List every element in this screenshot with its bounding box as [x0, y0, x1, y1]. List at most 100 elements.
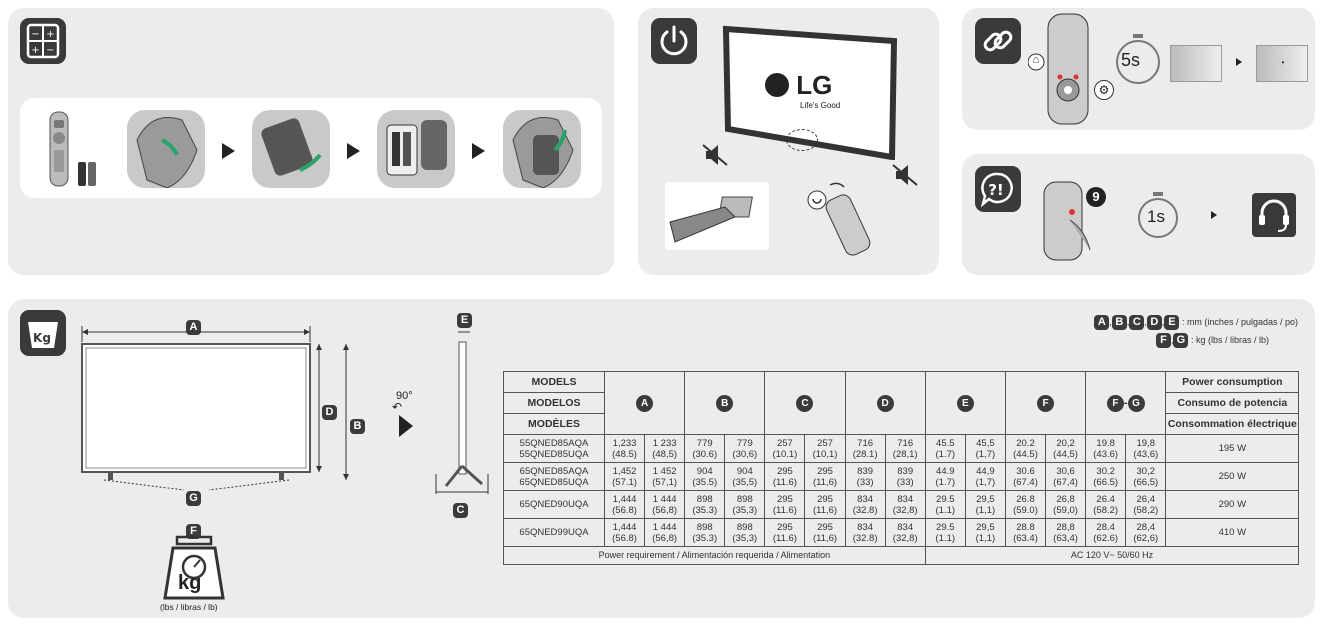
cell: 26.4(58.2): [1085, 490, 1127, 519]
spec-table-body: MODELS A B C D E F F-G Power consumption…: [503, 371, 1300, 565]
cell: 839(33): [844, 462, 886, 491]
header-consommation: Consommation électrique: [1165, 413, 1300, 435]
help-icon: ?!: [975, 166, 1021, 212]
cell: 834(32.8): [844, 490, 886, 519]
cell: 257(10,1): [804, 434, 846, 463]
svg-text:Kg: Kg: [33, 331, 51, 345]
cell: 898(35,3): [724, 490, 766, 519]
model-name: 65QNED99UQA: [503, 518, 605, 547]
model-name: 65QNED85UQA: [519, 476, 589, 488]
cell: 295(11.6): [764, 490, 806, 519]
cell: 20,2(44,5): [1045, 434, 1087, 463]
step-arrow: [222, 143, 235, 159]
scale-unit: kg: [178, 572, 202, 594]
svg-text:?!: ?!: [988, 181, 1004, 199]
cell: 779(30,6): [724, 434, 766, 463]
reset-seconds: 5s: [1121, 50, 1141, 70]
cell: 29.5(1.1): [924, 518, 966, 547]
dim-label-a: A: [186, 317, 201, 335]
dim-label-f: F: [186, 521, 201, 539]
cell: 28,8(63,4): [1045, 518, 1087, 547]
cell: 834(32,8): [884, 518, 926, 547]
battery-icon: − + + −: [20, 18, 66, 64]
dim-label-g: G: [186, 488, 201, 506]
cell: 45.5(1.7): [924, 434, 966, 463]
power-requirement-value: AC 120 V~ 50/60 Hz: [924, 546, 1300, 565]
cell: 44.9(1.7): [924, 462, 966, 491]
tv-screen-after: ◔: [1256, 45, 1308, 82]
cell: 295(11.6): [764, 518, 806, 547]
header-fg: F-G: [1085, 371, 1167, 435]
table-footer-row: Power requirement / Alimentación requeri…: [503, 546, 1300, 565]
finger-press-box: [665, 182, 769, 250]
model-name: 65QNED90UQA: [503, 490, 605, 519]
cell: 26,8(59,0): [1045, 490, 1087, 519]
tv-side-dimension-drawing: [435, 331, 489, 494]
cell: 716(28,1): [884, 434, 926, 463]
legend-dimensions: A,B,C,D,E : mm (inches / pulgadas / po): [1094, 315, 1298, 330]
battery-step-3: [377, 110, 455, 188]
home-icon: ⌂: [1032, 54, 1040, 66]
cell: 28.8(63.4): [1004, 518, 1047, 547]
lg-tagline: Life's Good: [800, 101, 841, 110]
rotate-arrow: [399, 415, 413, 437]
support-key-badge: 9: [1086, 187, 1106, 207]
power-requirement-label: Power requirement / Alimentación requeri…: [503, 546, 926, 565]
power-value: 195 W: [1165, 434, 1300, 463]
link-icon: [975, 18, 1021, 64]
cell: 834(32.8): [844, 518, 886, 547]
lg-logo: LG: [765, 70, 832, 101]
step-arrow: [1236, 58, 1242, 66]
cell: 898(35.3): [684, 518, 726, 547]
header-power: Power consumption: [1165, 371, 1300, 393]
svg-text:+: +: [46, 29, 54, 40]
cell: 29.5(1.1): [924, 490, 966, 519]
battery-step-1: [127, 110, 205, 188]
cell: 1 233(48,5): [644, 434, 686, 463]
svg-text:+: +: [31, 45, 39, 56]
cell: 257(10.1): [764, 434, 806, 463]
cell: 1 444(56,8): [644, 518, 686, 547]
cell: 45,5(1,7): [964, 434, 1006, 463]
remote-support-illustration: [1043, 181, 1091, 261]
cell: 295(11,6): [804, 490, 846, 519]
mute-icon: [892, 164, 918, 186]
spec-table: MODELS A B C D E F F-G Power consumption…: [503, 371, 1300, 565]
table-row: 65QNED90UQA 1,444(56.8) 1 444(56,8) 898(…: [503, 490, 1300, 519]
cell: 1,233(48.5): [603, 434, 646, 463]
rotation-label: 90°: [396, 390, 413, 402]
tv-screen-before: [1170, 45, 1222, 82]
model-name: 55QNED85UQA: [519, 448, 589, 460]
cell: 26.8(59.0): [1004, 490, 1047, 519]
cell: 904(35,5): [724, 462, 766, 491]
settings-icon: ⚙: [1094, 80, 1114, 100]
cell: 44,9(1,7): [964, 462, 1006, 491]
cell: 19,8(43,6): [1125, 434, 1167, 463]
remote-pairing-illustration: [1028, 13, 1089, 125]
cell: 1,452(57.1): [603, 462, 646, 491]
cell: 28.4(62.6): [1085, 518, 1127, 547]
headset-icon: [1252, 193, 1296, 237]
tv-front-dimension-drawing: [81, 326, 349, 491]
cell: 904(35.5): [684, 462, 726, 491]
header-modeles: MODÈLES: [503, 413, 605, 435]
mute-icon: [702, 144, 728, 166]
remote-icon: [807, 182, 871, 256]
power-icon: [651, 18, 697, 64]
header-a: A: [603, 371, 686, 435]
cell: 898(35,3): [724, 518, 766, 547]
model-name: 55QNED85AQA: [519, 437, 589, 449]
header-models: MODELS: [503, 371, 605, 393]
battery-step-2: [252, 110, 330, 188]
header-f: F: [1004, 371, 1087, 435]
cell: 295(11.6): [764, 462, 806, 491]
header-c: C: [764, 371, 846, 435]
cell: 1,444(56.8): [603, 490, 646, 519]
cell: 834(32,8): [884, 490, 926, 519]
cell: 28,4(62,6): [1125, 518, 1167, 547]
svg-text:−: −: [46, 45, 54, 56]
cell: 1 452(57,1): [644, 462, 686, 491]
cell: 295(11,6): [804, 518, 846, 547]
